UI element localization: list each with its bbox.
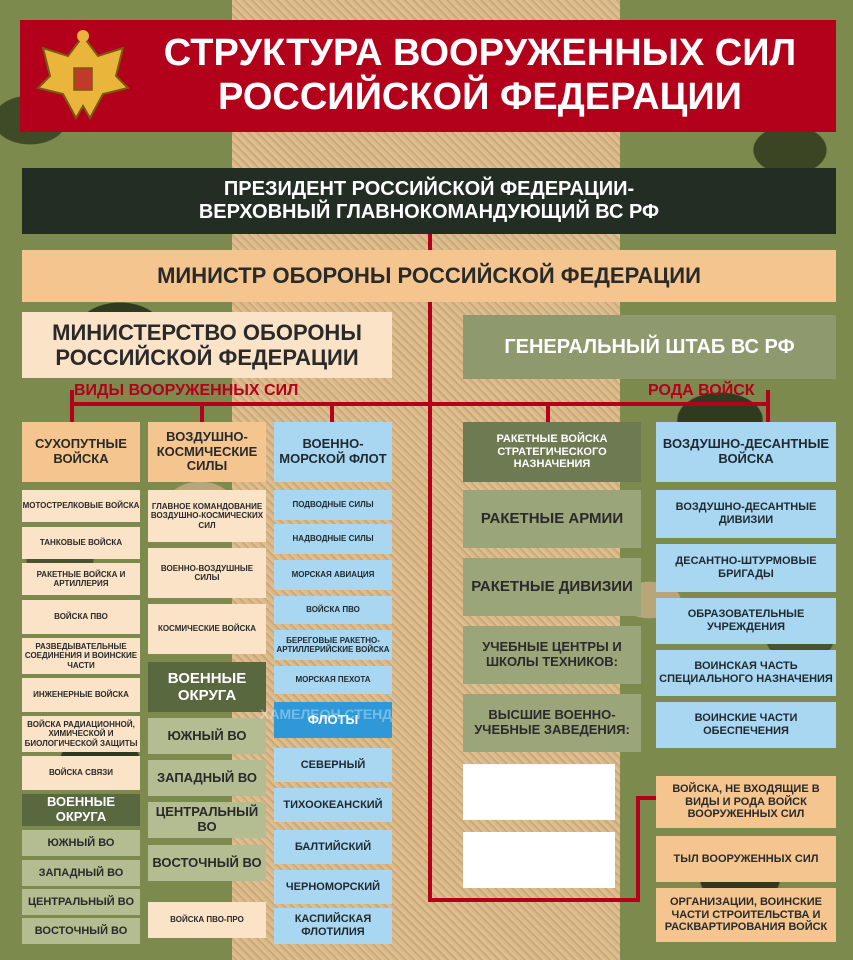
navy-item: МОРСКАЯ ПЕХОТА (274, 666, 392, 694)
strategic-item: РАКЕТНЫЕ АРМИИ (463, 490, 641, 548)
ground-item: МОТОСТРЕЛКОВЫЕ ВОЙСКА (22, 490, 140, 522)
watermark: ХАМЕЛЕОН СТЕНД (260, 706, 393, 722)
navy-item: МОРСКАЯ АВИАЦИЯ (274, 560, 392, 590)
blank-pocket (463, 832, 615, 888)
aerospace-item: ВОЕННО-ВОЗДУШНЫЕ СИЛЫ (148, 548, 266, 598)
fleet-item: СЕВЕРНЫЙ (274, 748, 392, 782)
other-item: ОРГАНИЗАЦИИ, ВОИНСКИЕ ЧАСТИ СТРОИТЕЛЬСТВ… (656, 888, 836, 942)
ground-forces-title: СУХОПУТНЫЕ ВОЙСКА (22, 422, 140, 482)
fleet-item: ТИХООКЕАНСКИЙ (274, 788, 392, 822)
aerospace-pvo-pro: ВОЙСКА ПВО-ПРО (148, 902, 266, 938)
connector-left-label (70, 390, 74, 422)
other-item: ТЫЛ ВООРУЖЕННЫХ СИЛ (656, 836, 836, 882)
ground-item: РАКЕТНЫЕ ВОЙСКА И АРТИЛЛЕРИЯ (22, 563, 140, 595)
airborne-item: ДЕСАНТНО-ШТУРМОВЫЕ БРИГАДЫ (656, 544, 836, 592)
branches-label: ВИДЫ ВООРУЖЕННЫХ СИЛ (74, 382, 299, 399)
strategic-title: РАКЕТНЫЕ ВОЙСКА СТРАТЕГИЧЕСКОГО НАЗНАЧЕН… (463, 422, 641, 482)
president-line-1: ПРЕЗИДЕНТ РОССИЙСКОЙ ФЕДЕРАЦИИ- (223, 178, 635, 200)
ground-item: ВОЙСКА РАДИАЦИОННОЙ, ХИМИЧЕСКОЙ И БИОЛОГ… (22, 716, 140, 752)
minister-box: МИНИСТР ОБОРОНЫ РОССИЙСКОЙ ФЕДЕРАЦИИ (22, 250, 836, 302)
airborne-item: ВОИНСКИЕ ЧАСТИ ОБЕСПЕЧЕНИЯ (656, 702, 836, 748)
connector-aerospace (200, 402, 204, 422)
ground-district: ЦЕНТРАЛЬНЫЙ ВО (22, 889, 140, 915)
blank-pocket (463, 764, 615, 820)
connector-other-vertical (636, 796, 640, 902)
ministry-box: МИНИСТЕРСТВО ОБОРОНЫ РОССИЙСКОЙ ФЕДЕРАЦИ… (22, 312, 392, 378)
connector-strategic (546, 402, 550, 422)
airborne-item: ВОЗДУШНО-ДЕСАНТНЫЕ ДИВИЗИИ (656, 490, 836, 538)
strategic-item: РАКЕТНЫЕ ДИВИЗИИ (463, 558, 641, 616)
connector-trunk (428, 232, 432, 902)
strategic-item: УЧЕБНЫЕ ЦЕНТРЫ И ШКОЛЫ ТЕХНИКОВ: (463, 626, 641, 684)
other-item: ВОЙСКА, НЕ ВХОДЯЩИЕ В ВИДЫ И РОДА ВОЙСК … (656, 776, 836, 828)
coat-of-arms-icon (36, 30, 130, 121)
president-box: ПРЕЗИДЕНТ РОССИЙСКОЙ ФЕДЕРАЦИИ- ВЕРХОВНЫ… (22, 168, 836, 234)
title-banner: СТРУКТУРА ВООРУЖЕННЫХ СИЛ РОССИЙСКОЙ ФЕД… (20, 20, 836, 132)
ground-item: ВОЙСКА ПВО (22, 600, 140, 634)
ground-districts-title: ВОЕННЫЕ ОКРУГА (22, 794, 140, 826)
ground-item: ИНЖЕНЕРНЫЕ ВОЙСКА (22, 678, 140, 712)
ministry-line-1: МИНИСТЕРСТВО ОБОРОНЫ (52, 319, 362, 345)
ground-district: ВОСТОЧНЫЙ ВО (22, 918, 140, 944)
aerospace-districts-title: ВОЕННЫЕ ОКРУГА (148, 662, 266, 712)
ground-item: ВОЙСКА СВЯЗИ (22, 756, 140, 790)
title-line-1: СТРУКТУРА ВООРУЖЕННЫХ СИЛ (163, 32, 797, 75)
minister-label: МИНИСТР ОБОРОНЫ РОССИЙСКОЙ ФЕДЕРАЦИИ (157, 263, 701, 289)
airborne-item: ВОИНСКАЯ ЧАСТЬ СПЕЦИАЛЬНОГО НАЗНАЧЕНИЯ (656, 650, 836, 696)
aerospace-item: ГЛАВНОЕ КОМАНДОВАНИЕ ВОЗДУШНО-КОСМИЧЕСКИ… (148, 490, 266, 542)
navy-item: ПОДВОДНЫЕ СИЛЫ (274, 490, 392, 520)
ministry-line-2: РОССИЙСКОЙ ФЕДЕРАЦИИ (55, 345, 359, 370)
navy-item: ВОЙСКА ПВО (274, 596, 392, 624)
ground-district: ЮЖНЫЙ ВО (22, 830, 140, 856)
title-line-2: РОССИЙСКОЙ ФЕДЕРАЦИИ (217, 76, 742, 118)
navy-title: ВОЕННО-МОРСКОЙ ФЛОТ (274, 422, 392, 482)
navy-item: НАДВОДНЫЕ СИЛЫ (274, 524, 392, 554)
ground-item: ТАНКОВЫЕ ВОЙСКА (22, 527, 140, 559)
aerospace-district: ВОСТОЧНЫЙ ВО (148, 845, 266, 881)
connector-bottom (428, 898, 638, 902)
fleet-item: ЧЕРНОМОРСКИЙ (274, 870, 392, 904)
connector-other-top (636, 796, 658, 800)
ground-item: РАЗВЕДЫВАТЕЛЬНЫЕ СОЕДИНЕНИЯ И ВОИНСКИЕ Ч… (22, 638, 140, 674)
aerospace-forces-title: ВОЗДУШНО-КОСМИЧЕСКИЕ СИЛЫ (148, 422, 266, 482)
fleets-title: ФЛОТЫ (274, 702, 392, 738)
airborne-title: ВОЗДУШНО-ДЕСАНТНЫЕ ВОЙСКА (656, 422, 836, 482)
arms-label: РОДА ВОЙСК (648, 382, 755, 399)
navy-item: БЕРЕГОВЫЕ РАКЕТНО-АРТИЛЛЕРИЙСКИЕ ВОЙСКА (274, 630, 392, 660)
ground-district: ЗАПАДНЫЙ ВО (22, 860, 140, 886)
president-line-2: ВЕРХОВНЫЙ ГЛАВНОКОМАНДУЮЩИЙ ВС РФ (198, 201, 660, 223)
connector-main-horizontal (70, 402, 770, 406)
connector-airborne (766, 390, 770, 422)
strategic-item: ВЫСШИЕ ВОЕННО-УЧЕБНЫЕ ЗАВЕДЕНИЯ: (463, 694, 641, 752)
aerospace-district: ЦЕНТРАЛЬНЫЙ ВО (148, 802, 266, 838)
fleet-item: КАСПИЙСКАЯ ФЛОТИЛИЯ (274, 908, 392, 944)
general-staff-label: ГЕНЕРАЛЬНЫЙ ШТАБ ВС РФ (504, 335, 795, 358)
airborne-item: ОБРАЗОВАТЕЛЬНЫЕ УЧРЕЖДЕНИЯ (656, 598, 836, 644)
general-staff-box: ГЕНЕРАЛЬНЫЙ ШТАБ ВС РФ (463, 315, 836, 379)
aerospace-item: КОСМИЧЕСКИЕ ВОЙСКА (148, 604, 266, 654)
connector-navy (330, 402, 334, 422)
page-title: СТРУКТУРА ВООРУЖЕННЫХ СИЛ РОССИЙСКОЙ ФЕД… (130, 26, 830, 126)
aerospace-district: ЮЖНЫЙ ВО (148, 718, 266, 754)
aerospace-district: ЗАПАДНЫЙ ВО (148, 760, 266, 796)
fleet-item: БАЛТИЙСКИЙ (274, 830, 392, 864)
